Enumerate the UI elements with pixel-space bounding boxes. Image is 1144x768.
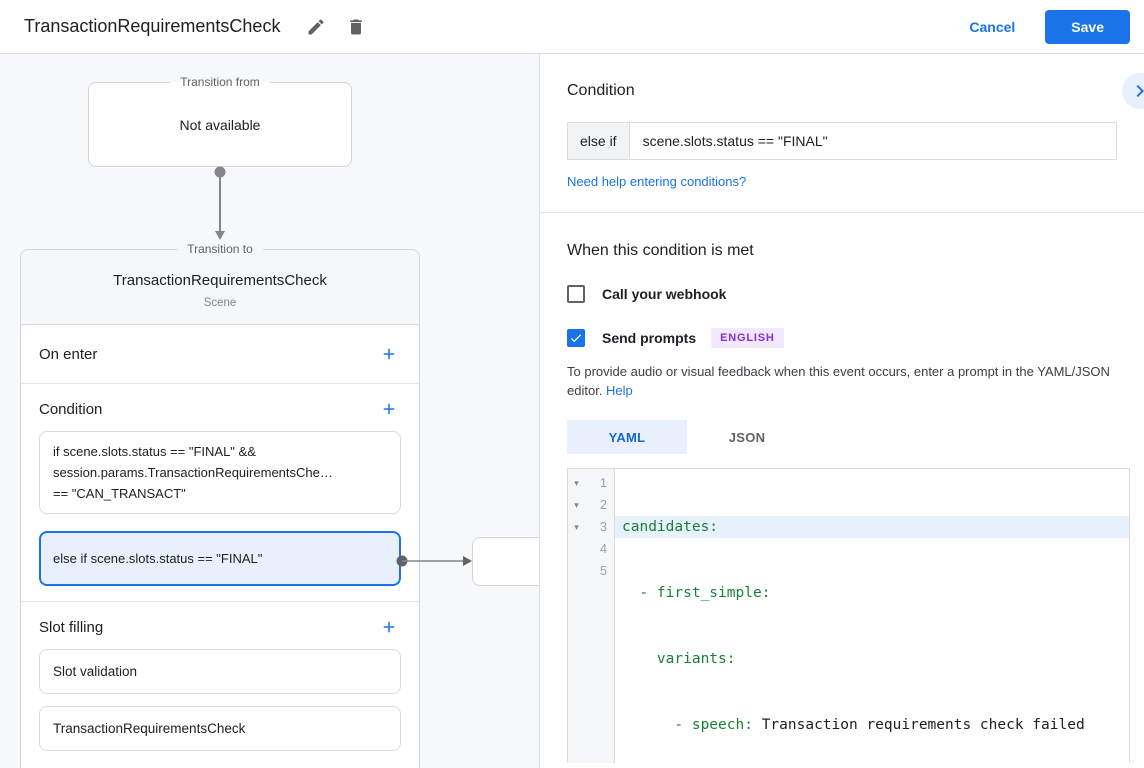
delete-scene-button[interactable] [340, 11, 372, 43]
scene-node-title: TransactionRequirementsCheck [113, 272, 327, 289]
send-prompts-checkbox[interactable] [567, 329, 585, 347]
transition-target-node[interactable] [472, 537, 539, 586]
condition-input-group: else if [567, 122, 1117, 160]
connector-down-arrow [214, 166, 226, 240]
app-header: TransactionRequirementsCheck Cancel Save [0, 0, 1144, 54]
condition-section: Condition if scene.slots.status == "FINA… [21, 384, 419, 602]
scene-node-subtitle: Scene [203, 297, 237, 309]
fold-arrow-icon[interactable]: ▾ [574, 477, 579, 488]
plus-icon [383, 403, 395, 415]
editor-code-area[interactable]: candidates: - first_simple: variants: - … [615, 469, 1129, 763]
tab-yaml[interactable]: YAML [567, 420, 687, 454]
when-condition-met-title: When this condition is met [567, 242, 754, 259]
add-condition-button[interactable] [377, 397, 401, 421]
add-on-enter-button[interactable] [377, 342, 401, 366]
condition-section-label: Condition [39, 400, 103, 418]
prompts-description: To provide audio or visual feedback when… [567, 364, 1110, 398]
transition-from-content: Not available [179, 116, 261, 133]
condition-prefix: else if [567, 122, 630, 160]
webhook-row: Call your webhook [567, 285, 1117, 303]
on-enter-section: On enter [21, 325, 419, 384]
scene-node: Transition to TransactionRequirementsChe… [20, 242, 420, 768]
call-webhook-checkbox[interactable] [567, 285, 585, 303]
on-enter-label: On enter [39, 345, 98, 363]
connector-right-arrow [396, 555, 472, 567]
line-number: 4 [600, 542, 607, 556]
check-icon [570, 334, 582, 343]
chevron-right-icon [1136, 85, 1144, 97]
code-line: - first_simple: [622, 585, 771, 601]
fold-arrow-icon[interactable]: ▾ [574, 521, 579, 532]
condition-input[interactable] [629, 122, 1117, 160]
tab-json[interactable]: JSON [728, 429, 766, 445]
add-slot-button[interactable] [377, 615, 401, 639]
send-prompts-label: Send prompts [602, 330, 697, 346]
transition-to-label: Transition to [177, 242, 263, 256]
language-badge: ENGLISH [711, 328, 784, 348]
collapse-panel-button[interactable] [1122, 73, 1144, 109]
send-prompts-row: Send prompts ENGLISH [567, 328, 1117, 348]
yaml-editor: ▾ 1 ▾ 2 ▾ 3 4 5 candidates: - first_simple:… [567, 468, 1130, 763]
condition-item-elseif-selected[interactable]: else if scene.slots.status == "FINAL" [39, 531, 401, 586]
condition-panel: Condition else if Need help entering con… [540, 54, 1144, 768]
line-number: 3 [600, 520, 607, 534]
pencil-icon [308, 18, 324, 34]
code-line: - speech: Transaction requirements check… [622, 717, 1085, 733]
plus-icon [383, 348, 395, 360]
editor-tabs: YAML JSON [567, 420, 1117, 454]
slot-filling-section: Slot filling Slot validation Transaction… [21, 602, 419, 766]
cancel-button[interactable]: Cancel [953, 11, 1031, 43]
page-title: TransactionRequirementsCheck [24, 16, 281, 36]
panel-title: Condition [567, 82, 635, 99]
scene-node-header[interactable]: TransactionRequirementsCheck Scene [21, 250, 419, 325]
fold-arrow-icon[interactable]: ▾ [574, 499, 579, 510]
flow-canvas: Transition from Not available Transition… [0, 54, 540, 768]
code-line: variants: [622, 651, 736, 667]
slot-item-validation[interactable]: Slot validation [39, 649, 401, 694]
editor-gutter: ▾ 1 ▾ 2 ▾ 3 4 5 [568, 469, 615, 763]
line-number: 2 [600, 498, 607, 512]
slot-item-transaction-requirements[interactable]: TransactionRequirementsCheck [39, 706, 401, 751]
plus-icon [383, 621, 395, 633]
condition-item-if[interactable]: if scene.slots.status == "FINAL" && sess… [39, 431, 401, 514]
call-webhook-label: Call your webhook [602, 286, 727, 302]
line-number: 5 [600, 564, 607, 578]
code-line: candidates: [615, 516, 1129, 538]
save-button[interactable]: Save [1045, 9, 1130, 44]
panel-divider [540, 212, 1144, 213]
conditions-help-link[interactable]: Need help entering conditions? [567, 174, 747, 189]
transition-from-node: Transition from Not available [88, 75, 352, 167]
prompts-help-link[interactable]: Help [606, 383, 633, 398]
trash-icon [350, 19, 363, 34]
edit-title-button[interactable] [300, 11, 332, 43]
slot-filling-label: Slot filling [39, 618, 104, 636]
line-number: 1 [600, 476, 607, 490]
transition-from-label: Transition from [170, 75, 270, 89]
